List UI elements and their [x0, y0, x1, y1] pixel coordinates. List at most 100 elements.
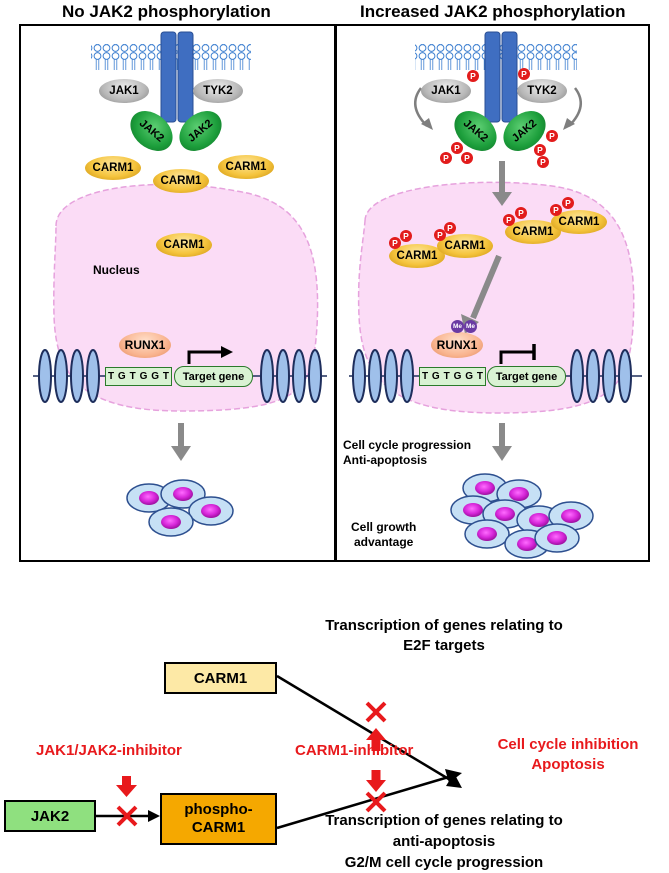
target-gene: Target gene [174, 366, 253, 387]
block-icon [116, 805, 138, 827]
sequence-base: G [453, 371, 462, 382]
sequence-base: T [129, 371, 136, 382]
right-panel: JAK1 TYK2 P P JAK2 JAK2 P P P P P P CARM… [335, 24, 650, 562]
carm1-protein: CARM1 [153, 169, 209, 193]
phospho-marker: P [518, 68, 530, 80]
inhibitor-arrow-up [366, 728, 386, 751]
growth-label-line1: Cell growth [351, 520, 417, 534]
sequence-base: G [117, 371, 126, 382]
phospho-marker: P [400, 230, 412, 242]
sequence-base: T [421, 371, 429, 382]
receptor [484, 31, 518, 123]
inhibitor-arrow-down [366, 770, 386, 792]
cell-cycle-label-line1: Cell cycle progression [343, 438, 472, 452]
e2f-transcription-label: Transcription of genes relating to E2F t… [304, 616, 584, 656]
anti-line3: G2/M cell cycle progression [344, 854, 544, 871]
sequence-base: T [162, 371, 169, 382]
anti-line1: Transcription of genes relating to [325, 812, 563, 829]
carm1-protein: CARM1 [389, 244, 445, 268]
anti-line2: anti-apoptosis [392, 833, 496, 850]
phospho-carm1-line1: phospho- [184, 801, 253, 818]
gray-arrow [171, 423, 191, 461]
outcome-line2: Apoptosis [531, 756, 605, 773]
sequence-base: G [151, 371, 159, 382]
target-gene: Target gene [487, 366, 566, 387]
methyl-marker: Me [451, 320, 464, 333]
phospho-carm1-line2: CARM1 [191, 819, 246, 836]
phospho-marker: P [515, 207, 527, 219]
phospho-marker: P [503, 214, 515, 226]
right-panel-graphics [349, 31, 642, 559]
jak2-to-phospho-arrow [96, 810, 160, 822]
phospho-marker: P [467, 70, 479, 82]
left-panel-title: No JAK2 phosphorylation [62, 2, 271, 21]
phospho-marker: P [546, 130, 558, 142]
phospho-marker: P [389, 237, 401, 249]
phospho-carm1-box: phospho- CARM1 [160, 793, 277, 845]
block-icon [365, 701, 387, 723]
scheme-arrows [96, 674, 462, 830]
carm1-protein-nuclear: CARM1 [156, 233, 212, 257]
carm1-inhibitor-label: CARM1-inhibitor [295, 742, 414, 759]
methyl-marker: Me [464, 320, 477, 333]
jak-inhibitor-label: JAK1/JAK2-inhibitor [36, 742, 182, 759]
sequence-base: G [139, 371, 148, 382]
tyk2-protein: TYK2 [517, 79, 567, 103]
outcome-line1: Cell cycle inhibition [497, 736, 639, 753]
runx1-protein: RUNX1 [431, 332, 483, 358]
left-panel: JAK1 TYK2 JAK2 JAK2 CARM1 CARM1 CARM1 CA… [19, 24, 336, 562]
runx1-protein: RUNX1 [119, 332, 171, 358]
carm1-protein: CARM1 [85, 156, 141, 180]
anti-apoptosis-label: Transcription of genes relating to anti-… [304, 810, 584, 873]
phospho-marker: P [537, 156, 549, 168]
carm1-to-outcome-arrow [276, 674, 462, 788]
sequence-base: T [443, 371, 450, 382]
carm1-protein: CARM1 [218, 155, 274, 179]
dna-binding-sequence: T G T G G T [419, 367, 486, 386]
cell-cycle-label: Cell cycle progression Anti-apoptosis [343, 438, 471, 468]
phospho-marker: P [562, 197, 574, 209]
sequence-base: G [465, 371, 473, 382]
dna-left [33, 349, 109, 403]
cell-cycle-label-line2: Anti-apoptosis [343, 453, 427, 467]
phospho-marker: P [444, 222, 456, 234]
transcription-arrow [187, 346, 233, 364]
phospho-marker: P [461, 152, 473, 164]
activation-arrows [414, 87, 582, 130]
carm1-box: CARM1 [164, 662, 277, 694]
gray-arrow-output [492, 423, 512, 461]
phospho-marker: P [434, 229, 446, 241]
phospho-marker: P [440, 152, 452, 164]
dna-binding-sequence: T G T G G T [105, 367, 172, 386]
repression-symbol [499, 344, 536, 364]
e2f-line2: E2F targets [403, 637, 485, 654]
right-panel-title: Increased JAK2 phosphorylation [360, 2, 626, 21]
jak1-protein: JAK1 [99, 79, 149, 103]
tyk2-protein: TYK2 [193, 79, 243, 103]
inhibitor-arrow-down [116, 776, 137, 797]
phospho-to-outcome-arrow [276, 769, 462, 830]
dna-right [565, 349, 642, 403]
sequence-base: G [431, 371, 440, 382]
gray-arrow-membrane [492, 161, 512, 206]
carm1-protein: CARM1 [437, 234, 493, 258]
growth-label-line2: advantage [353, 535, 414, 549]
outcome-label: Cell cycle inhibition Apoptosis [470, 735, 666, 775]
growth-label: Cell growth advantage [351, 520, 416, 550]
e2f-line1: Transcription of genes relating to [325, 617, 563, 634]
left-panel-graphics [33, 31, 327, 537]
dna-right [253, 349, 327, 403]
block-icon [365, 791, 387, 813]
carm1-protein: CARM1 [505, 220, 561, 244]
nucleus-label: Nucleus [93, 263, 140, 277]
phospho-marker: P [451, 142, 463, 154]
dna-left [349, 349, 425, 403]
jak1-protein: JAK1 [421, 79, 471, 103]
cell-cluster [450, 473, 594, 559]
cell-cluster [126, 479, 234, 537]
phospho-marker: P [534, 144, 546, 156]
receptor [160, 31, 194, 123]
jak2-box: JAK2 [4, 800, 96, 832]
sequence-base: T [107, 371, 115, 382]
phospho-marker: P [550, 204, 562, 216]
